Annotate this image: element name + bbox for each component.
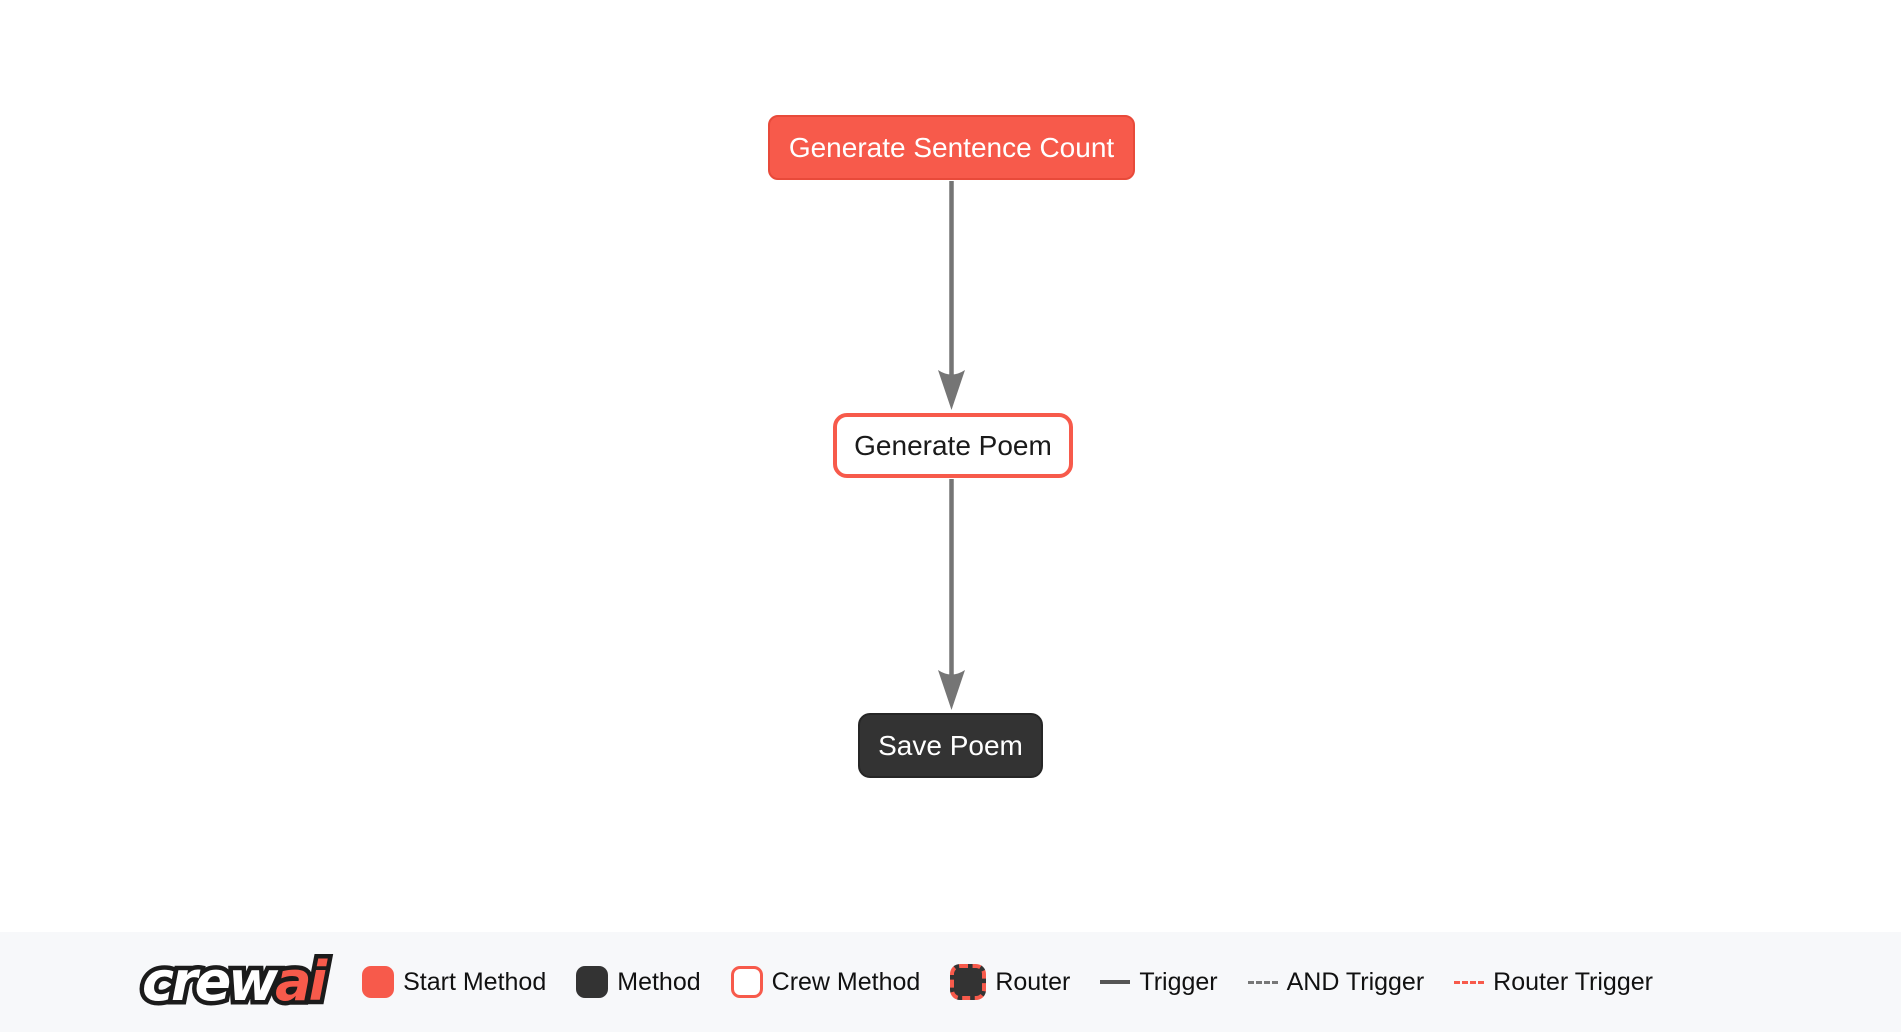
node-label: Save Poem [878,729,1023,761]
and-trigger-line-icon [1247,980,1278,984]
legend-item-router: Router [950,964,1070,1000]
crewai-logo-text: crewai [142,950,327,1013]
flow-node-generate-poem[interactable]: Generate Poem [833,413,1073,478]
trigger-edge-1 [938,181,965,410]
legend-item-and-trigger: AND Trigger [1247,967,1425,997]
trigger-edge-2 [938,479,965,710]
legend-label: Method [617,967,701,996]
legend-label: Router [995,967,1071,996]
crewai-logo-outline: crewai [137,950,331,1013]
legend-item-crew-method: Crew Method [730,966,921,998]
legend-item-trigger: Trigger [1100,967,1218,997]
legend-bar: crewai crewai Start Method Method Crew M… [0,932,1901,1032]
node-label: Generate Sentence Count [788,131,1115,163]
legend-item-method: Method [576,966,701,998]
method-swatch-icon [576,966,609,998]
flow-node-generate-sentence-count[interactable]: Generate Sentence Count [768,115,1135,180]
start-method-swatch-icon [362,966,395,998]
node-label: Generate Poem [854,429,1052,461]
legend-items: Start Method Method Crew Method Router T… [362,964,1653,1000]
trigger-line-icon [1100,980,1131,984]
legend-label: AND Trigger [1286,967,1425,996]
legend-label: Router Trigger [1493,967,1653,996]
crewai-logo: crewai crewai [137,950,331,1013]
legend-item-start-method: Start Method [362,966,546,998]
legend-label: Crew Method [771,967,921,996]
crew-method-swatch-icon [730,966,763,998]
legend-label: Start Method [403,967,547,996]
flow-node-save-poem[interactable]: Save Poem [858,713,1043,778]
router-swatch-icon [950,964,987,1000]
router-trigger-line-icon [1454,980,1485,984]
legend-label: Trigger [1139,967,1218,996]
legend-item-router-trigger: Router Trigger [1454,968,1653,997]
